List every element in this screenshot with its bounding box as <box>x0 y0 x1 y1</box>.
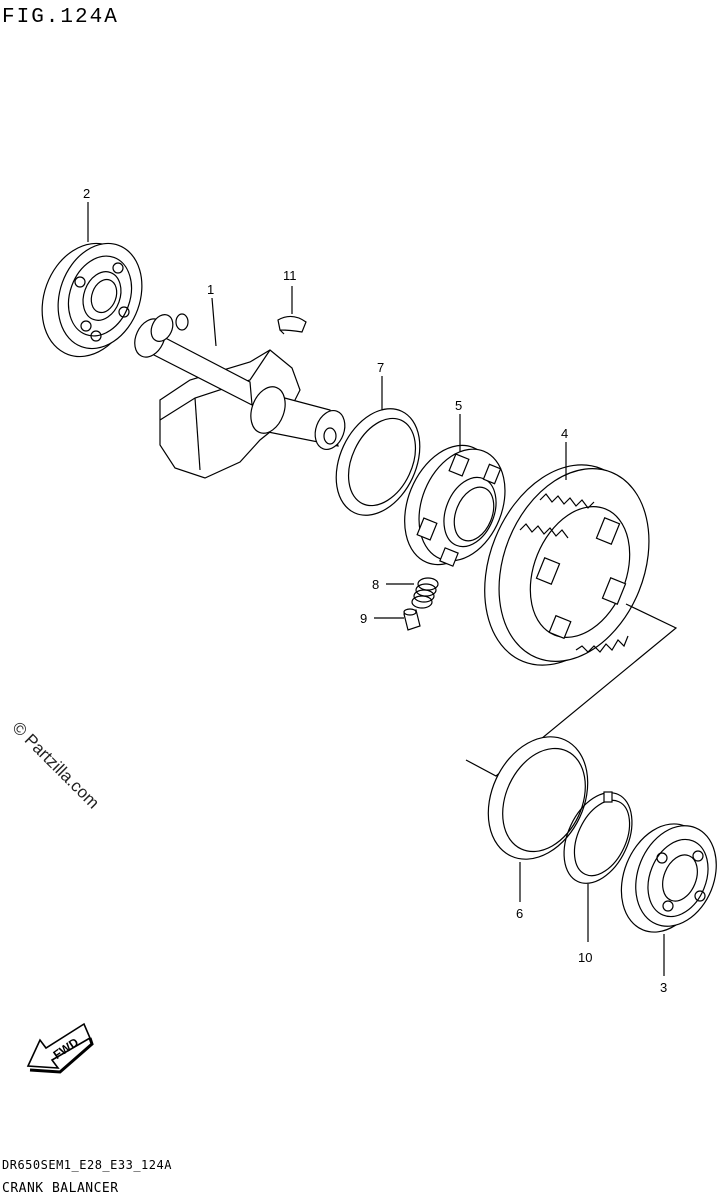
callout-9: 9 <box>360 611 404 626</box>
callout-3: 3 <box>660 934 667 995</box>
callout-8: 8 <box>372 577 414 592</box>
svg-text:6: 6 <box>516 906 523 921</box>
bearing-left[interactable] <box>27 230 156 369</box>
svg-text:9: 9 <box>360 611 367 626</box>
callout-10: 10 <box>578 884 592 965</box>
washer-7[interactable] <box>320 395 436 529</box>
callout-6: 6 <box>516 862 523 921</box>
bearing-right[interactable] <box>606 811 724 945</box>
svg-text:5: 5 <box>455 398 462 413</box>
woodruff-key[interactable] <box>277 315 307 335</box>
figure-name: CRANK BALANCER <box>2 1181 119 1196</box>
spring[interactable] <box>411 577 439 609</box>
damper-hub[interactable] <box>388 432 521 578</box>
svg-text:7: 7 <box>377 360 384 375</box>
callout-5: 5 <box>455 398 462 452</box>
callout-2: 2 <box>83 186 90 242</box>
circlip[interactable] <box>551 782 646 894</box>
fwd-arrow-icon: FWD <box>26 1022 94 1074</box>
svg-text:11: 11 <box>283 268 297 283</box>
svg-text:10: 10 <box>578 950 592 965</box>
callout-11: 11 <box>283 268 297 314</box>
figure-code: DR650SEM1_E28_E33_124A <box>2 1158 172 1172</box>
svg-text:2: 2 <box>83 186 90 201</box>
svg-text:3: 3 <box>660 980 667 995</box>
washer-6[interactable] <box>469 721 606 876</box>
callout-7: 7 <box>377 360 384 410</box>
driven-gear[interactable] <box>456 442 676 689</box>
figure-title: FIG.124A <box>2 6 119 29</box>
callout-4: 4 <box>561 426 568 480</box>
svg-text:4: 4 <box>561 426 568 441</box>
balancer-shaft[interactable] <box>129 311 350 479</box>
assembly-guide <box>465 603 678 777</box>
callout-1: 1 <box>207 282 217 347</box>
svg-text:8: 8 <box>372 577 379 592</box>
pin[interactable] <box>403 608 421 631</box>
svg-text:1: 1 <box>207 282 214 297</box>
